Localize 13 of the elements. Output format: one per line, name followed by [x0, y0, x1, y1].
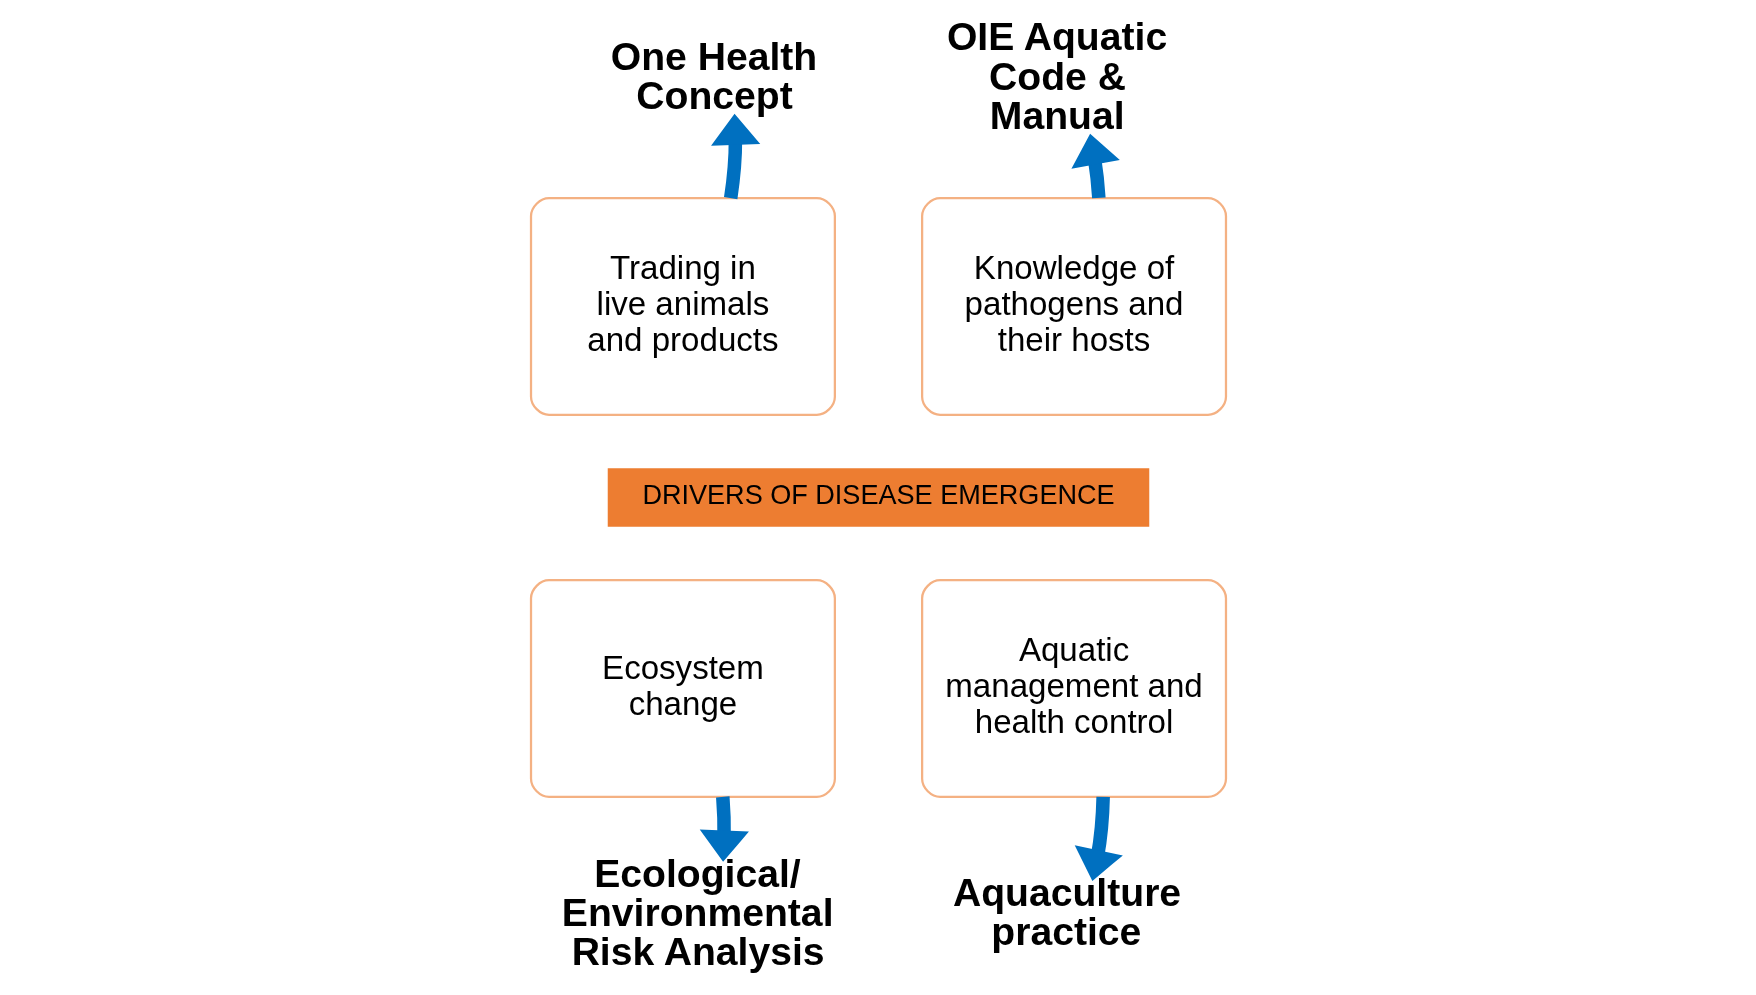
node-text: Aquaculture practice: [952, 871, 1181, 954]
node-box: Aquatic management and health control: [920, 579, 1227, 798]
node-box: Knowledge of pathogens and their hosts: [920, 197, 1227, 416]
arrow: [699, 796, 749, 862]
node-text: One Health Concept: [610, 34, 817, 118]
arrow: [1070, 133, 1120, 199]
node-text: OIE Aquatic Code & Manual: [946, 15, 1167, 137]
node-box: Ecosystem change: [529, 579, 836, 798]
node-box: DRIVERS OF DISEASE EMERGENCE: [607, 468, 1149, 527]
arrow: [1074, 796, 1123, 881]
node-box: Trading in live animals and products: [529, 197, 836, 416]
arrow: [710, 113, 760, 200]
node-text: Ecological/ Environmental Risk Analysis: [561, 851, 834, 974]
